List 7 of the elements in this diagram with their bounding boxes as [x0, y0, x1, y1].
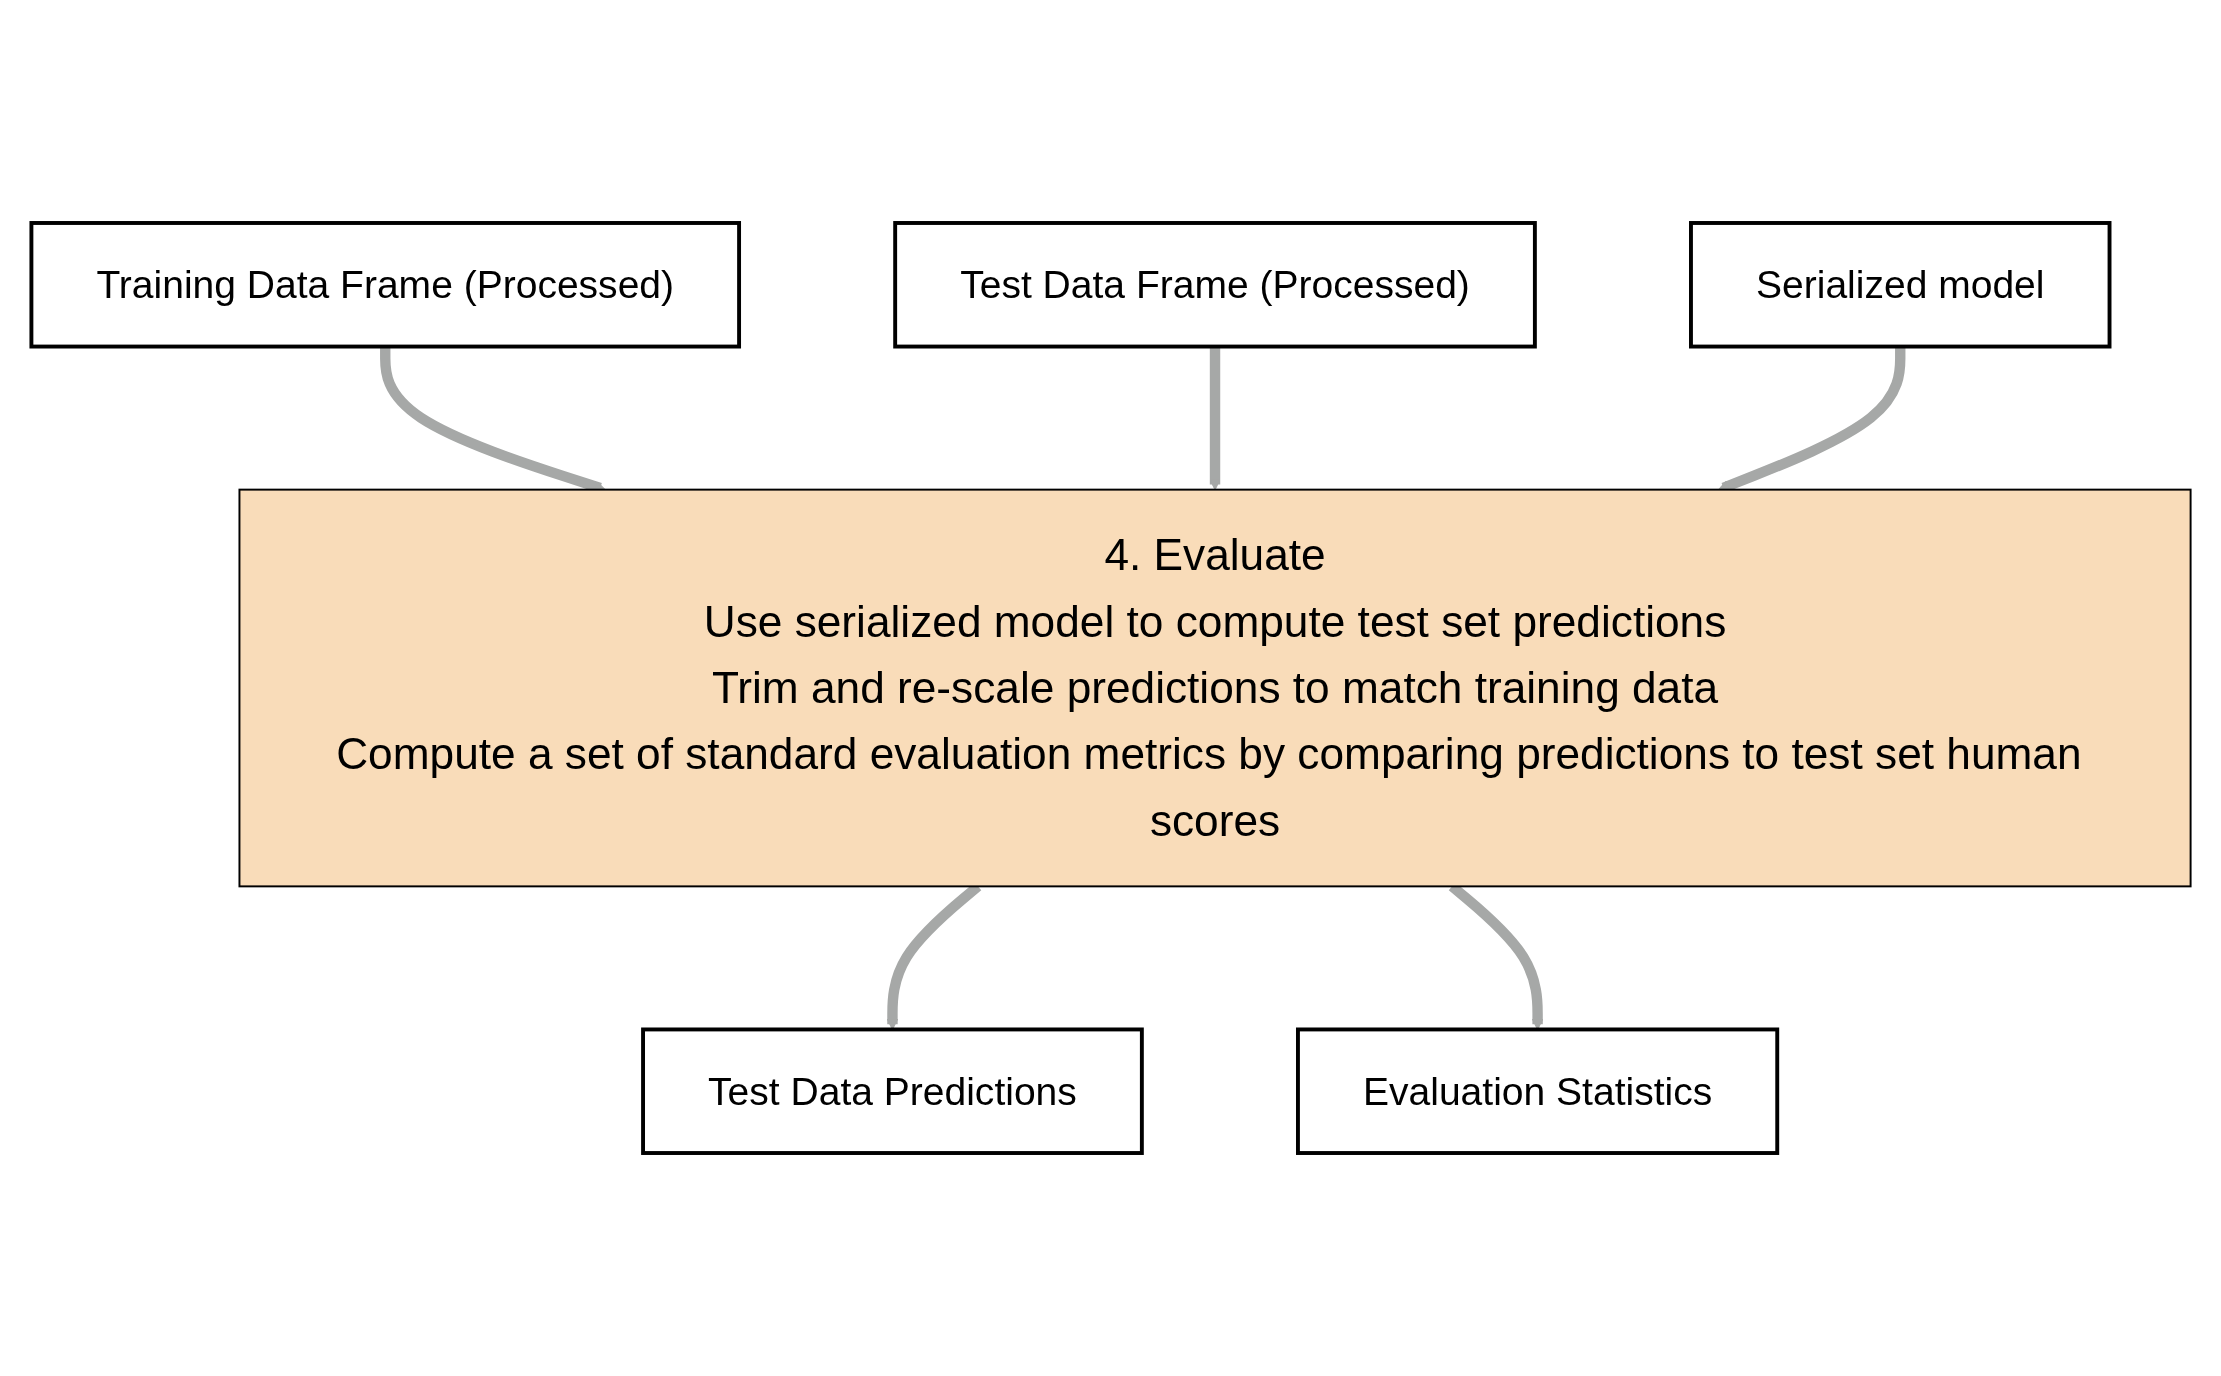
node-box: 4. Evaluate Use serialized model to compute test set predictions Trim and re-scale predictions to match training data Compute a set of standard evaluation metrics by comparing predictions to test set human scores	[238, 488, 2192, 888]
node-box: Serialized model	[1688, 221, 2111, 349]
node-box: Test Data Frame (Processed)	[892, 221, 1537, 349]
node-box: Evaluation Statistics	[1295, 1027, 1779, 1155]
node-box: Test Data Predictions	[640, 1027, 1144, 1155]
arrow	[1208, 346, 1221, 491]
node-box: Training Data Frame (Processed)	[28, 221, 741, 349]
